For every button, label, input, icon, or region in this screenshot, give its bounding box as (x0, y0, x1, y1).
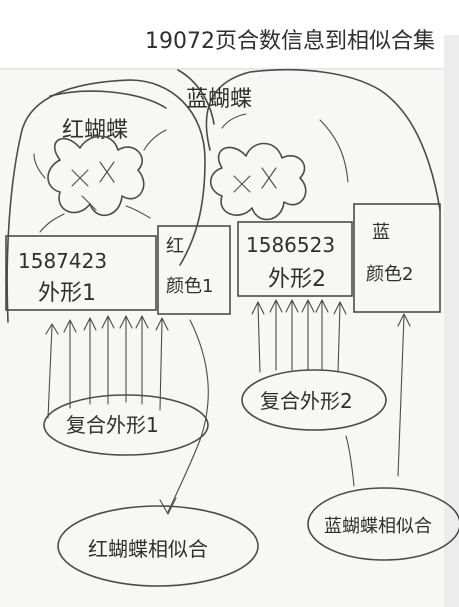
left-butterfly-icon (47, 135, 145, 217)
paper-edge-right (444, 35, 459, 607)
right-middle-bubble (241, 369, 387, 431)
left-middle-text: 复合外形1 (66, 413, 159, 437)
right-bottom-bubble (307, 487, 459, 561)
left-bottom-text: 红蝴蝶相似合 (88, 537, 208, 561)
right-cloud-arrows (221, 113, 349, 183)
right-bubble-link (345, 435, 355, 487)
right-up-arrows (251, 299, 347, 373)
right-butterfly-icon (209, 142, 307, 221)
center-split-arc (177, 69, 215, 125)
left-middle-bubble (43, 394, 209, 456)
right-main-box (237, 221, 353, 297)
left-side-line2: 颜色1 (166, 276, 213, 297)
left-side-connector (167, 319, 209, 513)
right-butterfly-marks (233, 167, 277, 193)
left-shape-line: 外形1 (38, 281, 96, 306)
left-id-line: 1587423 (18, 249, 107, 273)
right-side-up-arrow (397, 313, 411, 477)
left-up-arrows (45, 315, 169, 419)
right-side-line2: 颜色2 (366, 264, 413, 285)
left-main-box (5, 235, 157, 311)
top-margin (0, 0, 459, 68)
right-side-line1: 蓝 (372, 222, 390, 243)
left-section-label: 红蝴蝶 (62, 118, 128, 143)
left-outline (6, 79, 206, 323)
left-cloud-arrows (33, 129, 167, 233)
left-side-arrowhead (159, 497, 177, 515)
right-outline (205, 68, 441, 211)
left-bottom-bubble (57, 505, 259, 587)
left-butterfly-marks (71, 161, 115, 211)
left-inner-arc (49, 90, 167, 109)
right-id-line: 1586523 (246, 233, 335, 257)
page-title: 19072页合数信息到相似合集 (145, 29, 435, 54)
right-bottom-text: 蓝蝴蝶相似合 (324, 516, 432, 537)
left-side-line1: 红 (166, 236, 184, 257)
right-section-label: 蓝蝴蝶 (186, 87, 252, 112)
right-side-box (353, 203, 441, 313)
right-middle-text: 复合外形2 (260, 389, 353, 413)
left-side-box (157, 225, 231, 315)
right-shape-line: 外形2 (268, 267, 326, 292)
